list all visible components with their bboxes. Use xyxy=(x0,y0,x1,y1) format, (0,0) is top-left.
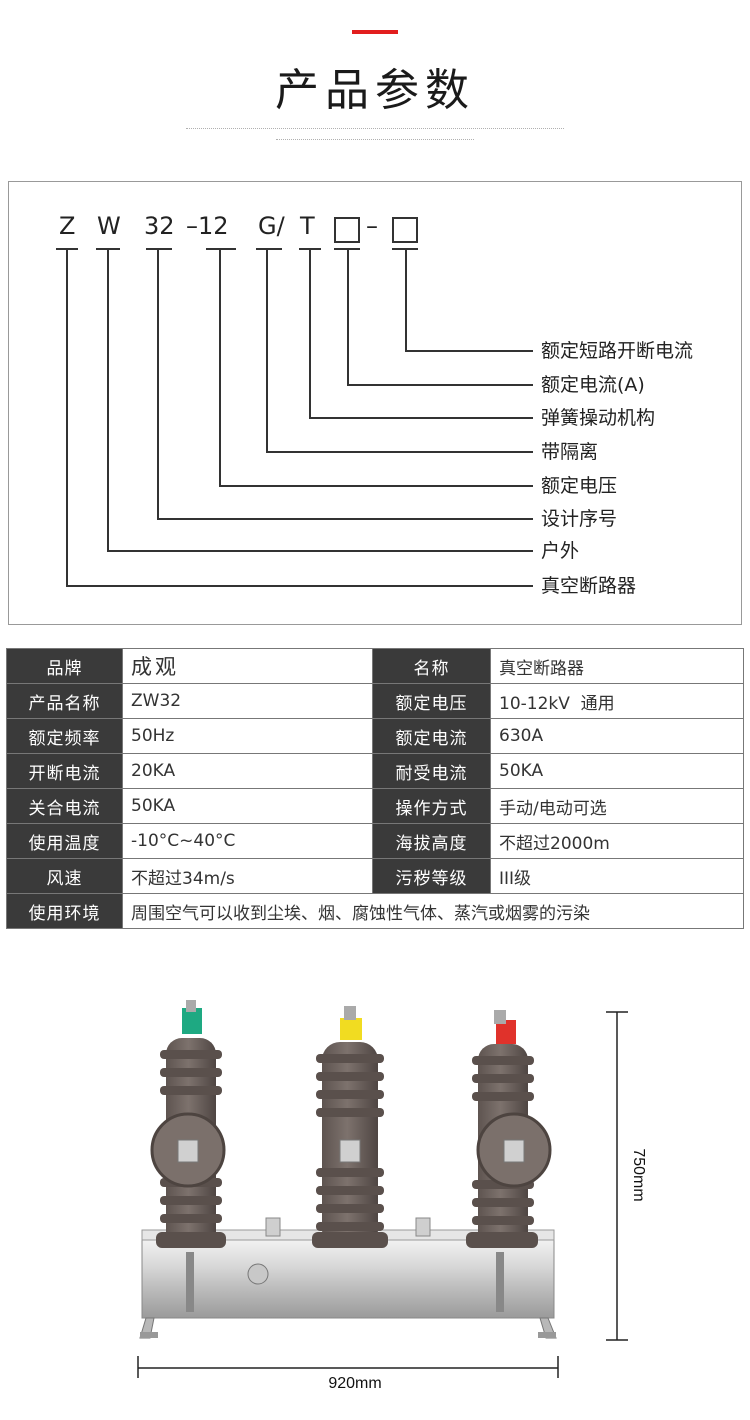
spec-key: 使用环境 xyxy=(6,893,123,929)
spec-key: 风速 xyxy=(6,858,123,894)
leader-line xyxy=(405,249,407,351)
page-title: 产品参数 xyxy=(275,65,475,116)
code-char-12: –12 xyxy=(186,212,229,240)
model-code-diagram xyxy=(8,181,742,625)
leader-line xyxy=(347,249,349,386)
spec-value: 630A xyxy=(490,718,744,754)
mounting-lug xyxy=(415,1217,431,1237)
leader-line xyxy=(219,249,221,486)
spec-key: 海拔高度 xyxy=(372,823,491,859)
leader-line xyxy=(405,350,533,352)
table-row: 品牌 成观 名称 真空断路器 xyxy=(6,648,744,684)
spec-key: 额定电流 xyxy=(372,718,491,754)
phase-a-pole xyxy=(150,1000,226,1248)
table-row: 使用温度 -10°C~40°C 海拔高度 不超过2000m xyxy=(6,823,744,859)
table-row: 产品名称 ZW32 额定电压 10-12kV 通用 xyxy=(6,683,744,719)
phase-b-pole xyxy=(312,1006,388,1248)
spec-value: 手动/电动可选 xyxy=(490,788,744,824)
spec-key: 开断电流 xyxy=(6,753,123,789)
spec-value: -10°C~40°C xyxy=(122,823,373,859)
spec-key: 操作方式 xyxy=(372,788,491,824)
table-row: 额定频率 50Hz 额定电流 630A xyxy=(6,718,744,754)
leader-line xyxy=(347,384,533,386)
leader-line xyxy=(309,417,533,419)
spec-value: 成观 xyxy=(122,648,373,684)
code-label-breaking-current: 额定短路开断电流 xyxy=(541,340,694,362)
table-row: 使用环境 周围空气可以收到尘埃、烟、腐蚀性气体、蒸汽或烟雾的污染 xyxy=(6,893,744,929)
product-illustration: 750mm 920mm xyxy=(137,1000,647,1392)
spec-table: 品牌 成观 名称 真空断路器 产品名称 ZW32 额定电压 10-12kV 通用… xyxy=(6,648,744,929)
phase-c-pole xyxy=(466,1010,552,1248)
code-underline xyxy=(146,248,172,250)
code-underline xyxy=(206,248,236,250)
leader-line xyxy=(266,249,268,452)
spec-value: 不超过2000m xyxy=(490,823,744,859)
code-placeholder-box xyxy=(334,217,360,243)
spec-key: 关合电流 xyxy=(6,788,123,824)
leader-line xyxy=(107,249,109,551)
spec-key: 额定电压 xyxy=(372,683,491,719)
width-dimension: 920mm xyxy=(137,1356,559,1392)
spec-value: 不超过34m/s xyxy=(122,858,373,894)
leader-line xyxy=(66,249,68,586)
spec-value: III级 xyxy=(490,858,744,894)
spec-value: 真空断路器 xyxy=(490,648,744,684)
code-label-rated-current: 额定电流(A) xyxy=(541,374,645,396)
spec-key: 使用温度 xyxy=(6,823,123,859)
spec-value: 10-12kV 通用 xyxy=(490,683,744,719)
spec-value: 50KA xyxy=(122,788,373,824)
spec-key: 耐受电流 xyxy=(372,753,491,789)
height-label: 750mm xyxy=(630,1148,647,1201)
decorative-divider xyxy=(186,128,564,129)
leader-line xyxy=(219,485,533,487)
code-char-t: T xyxy=(300,212,315,240)
spec-key: 名称 xyxy=(372,648,491,684)
code-placeholder-box xyxy=(392,217,418,243)
spec-key: 品牌 xyxy=(6,648,123,684)
mounting-lug xyxy=(265,1217,281,1237)
code-char-32: 32 xyxy=(144,212,175,240)
width-label: 920mm xyxy=(328,1375,381,1392)
leader-line xyxy=(309,249,311,418)
table-row: 开断电流 20KA 耐受电流 50KA xyxy=(6,753,744,789)
spec-key: 污秽等级 xyxy=(372,858,491,894)
code-char-w: W xyxy=(97,212,121,240)
code-label-outdoor: 户外 xyxy=(541,540,580,562)
code-label-vacuum-breaker: 真空断路器 xyxy=(541,575,637,597)
code-char-dash: – xyxy=(366,212,378,240)
spec-value: ZW32 xyxy=(122,683,373,719)
spec-value: 20KA xyxy=(122,753,373,789)
code-label-isolation: 带隔离 xyxy=(541,441,599,463)
table-row: 风速 不超过34m/s 污秽等级 III级 xyxy=(6,858,744,894)
spec-value: 50KA xyxy=(490,753,744,789)
code-label-spring-mechanism: 弹簧操动机构 xyxy=(541,407,656,429)
code-char-z: Z xyxy=(59,212,76,240)
spec-value: 周围空气可以收到尘埃、烟、腐蚀性气体、蒸汽或烟雾的污染 xyxy=(122,893,744,929)
table-row: 关合电流 50KA 操作方式 手动/电动可选 xyxy=(6,788,744,824)
leader-line xyxy=(266,451,533,453)
code-label-rated-voltage: 额定电压 xyxy=(541,475,618,497)
leader-line xyxy=(157,249,159,519)
code-label-design-number: 设计序号 xyxy=(541,508,618,530)
decorative-divider xyxy=(276,139,474,140)
leader-line xyxy=(157,518,533,520)
code-underline xyxy=(256,248,282,250)
height-dimension: 750mm xyxy=(606,1011,647,1341)
spec-key: 产品名称 xyxy=(6,683,123,719)
title-accent-bar xyxy=(352,30,398,34)
spec-key: 额定频率 xyxy=(6,718,123,754)
code-char-g: G/ xyxy=(258,212,285,240)
spec-value: 50Hz xyxy=(122,718,373,754)
leader-line xyxy=(107,550,533,552)
leader-line xyxy=(66,585,533,587)
